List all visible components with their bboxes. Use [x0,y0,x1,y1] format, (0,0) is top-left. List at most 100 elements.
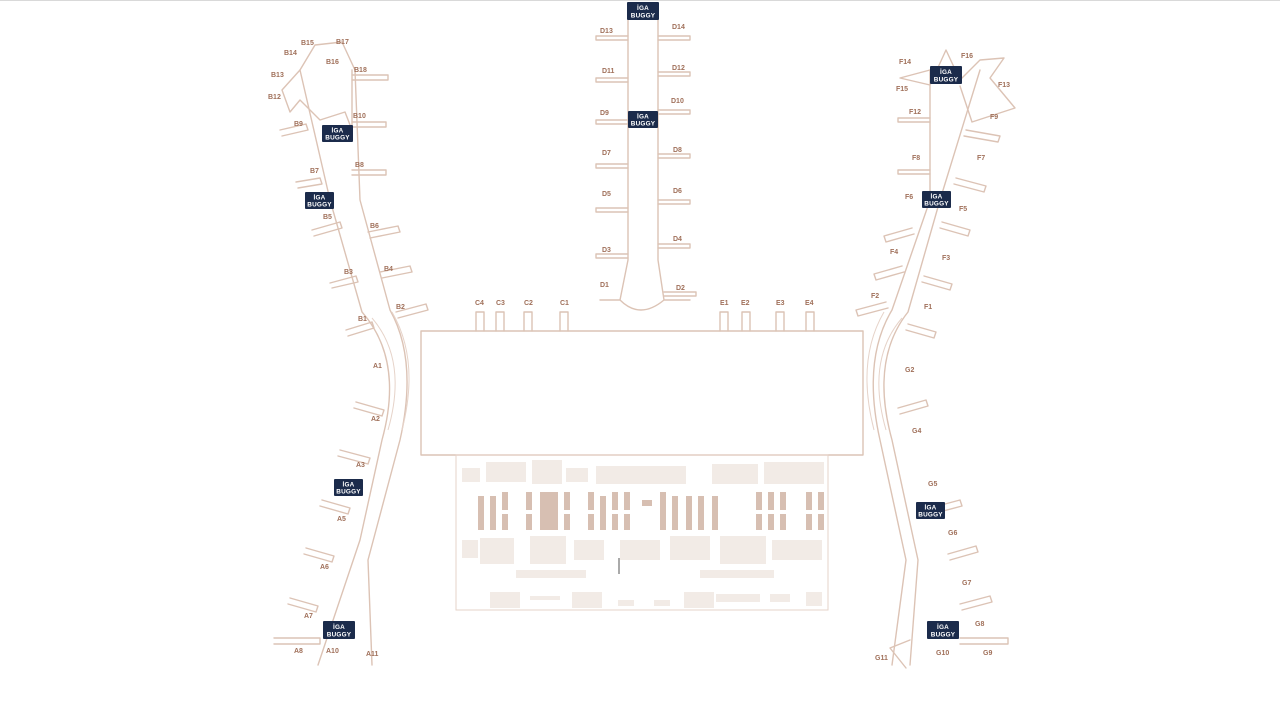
gate-label-D3[interactable]: D3 [602,247,611,254]
gate-label-B17[interactable]: B17 [336,39,349,46]
block [772,540,822,560]
gate-label-B1[interactable]: B1 [358,316,367,323]
gate-label-G9[interactable]: G9 [983,650,992,657]
gate-label-D4[interactable]: D4 [673,236,682,243]
checkin-island [756,514,762,530]
buggy-stop-d-mid[interactable]: İGA BUGGY [628,111,658,128]
gate-label-F4[interactable]: F4 [890,249,898,256]
pier-f-head [899,49,1016,123]
gate-label-D13[interactable]: D13 [600,28,613,35]
gate-label-G11[interactable]: G11 [875,655,888,662]
block [490,592,520,608]
gate-label-D2[interactable]: D2 [676,285,685,292]
checkin-island [642,500,652,506]
buggy-stop-a-upper[interactable]: İGA BUGGY [334,479,363,496]
gate-label-B14[interactable]: B14 [284,50,297,57]
gate-label-F8[interactable]: F8 [912,155,920,162]
buggy-stop-f-top[interactable]: İGA BUGGY [930,66,962,84]
gate-label-B6[interactable]: B6 [370,223,379,230]
gate-label-F1[interactable]: F1 [924,304,932,311]
gate-label-B13[interactable]: B13 [271,72,284,79]
checkin-island [818,514,824,530]
gate-label-D14[interactable]: D14 [672,24,685,31]
gate-label-G10[interactable]: G10 [936,650,949,657]
gate-label-B7[interactable]: B7 [310,168,319,175]
gate-label-D8[interactable]: D8 [673,147,682,154]
checkin-island [502,514,508,530]
gate-label-F5[interactable]: F5 [959,206,967,213]
gate-label-F15[interactable]: F15 [896,86,908,93]
buggy-label-line1: İGA [925,503,937,512]
block [486,462,526,482]
buggy-stop-b-lower[interactable]: İGA BUGGY [305,192,334,209]
gate-label-F14[interactable]: F14 [899,59,911,66]
buggy-stop-b-upper[interactable]: İGA BUGGY [322,125,353,142]
gate-label-A5[interactable]: A5 [337,516,346,523]
gate-label-A10[interactable]: A10 [326,648,339,655]
gate-label-D1[interactable]: D1 [600,282,609,289]
gate-label-E2[interactable]: E2 [741,300,750,307]
gate-label-D9[interactable]: D9 [600,110,609,117]
gate-label-C3[interactable]: C3 [496,300,505,307]
gate-label-G4[interactable]: G4 [912,428,921,435]
gate-label-B3[interactable]: B3 [344,269,353,276]
gate-label-D10[interactable]: D10 [671,98,684,105]
gate-label-G6[interactable]: G6 [948,530,957,537]
gate-label-B5[interactable]: B5 [323,214,332,221]
gate-label-B12[interactable]: B12 [268,94,281,101]
gate-label-E3[interactable]: E3 [776,300,785,307]
gate-label-G5[interactable]: G5 [928,481,937,488]
gate-label-D5[interactable]: D5 [602,191,611,198]
buggy-stop-g-upper[interactable]: İGA BUGGY [916,502,945,519]
buggy-label-line1: İGA [931,192,943,201]
gate-label-D12[interactable]: D12 [672,65,685,72]
gate-label-B9[interactable]: B9 [294,121,303,128]
buggy-label-line2: BUGGY [307,202,332,209]
checkin-island [588,514,594,530]
buggy-stop-d-top[interactable]: İGA BUGGY [627,2,659,20]
gate-label-B15[interactable]: B15 [301,40,314,47]
gate-label-A6[interactable]: A6 [320,564,329,571]
buggy-stops: İGA BUGGY İGA BUGGY İGA BUGGY İGA BUGGY … [305,2,962,639]
gate-label-A7[interactable]: A7 [304,613,313,620]
gate-label-C1[interactable]: C1 [560,300,569,307]
gate-label-B16[interactable]: B16 [326,59,339,66]
gate-label-F9[interactable]: F9 [990,114,998,121]
gate-label-B8[interactable]: B8 [355,162,364,169]
checkin-island [612,514,618,530]
gate-label-A2[interactable]: A2 [371,416,380,423]
gate-label-F3[interactable]: F3 [942,255,950,262]
block [764,462,824,484]
buggy-label-line2: BUGGY [918,512,943,519]
gate-label-A11[interactable]: A11 [366,651,379,658]
gate-label-B2[interactable]: B2 [396,304,405,311]
gate-label-D6[interactable]: D6 [673,188,682,195]
gate-label-G8[interactable]: G8 [975,621,984,628]
gate-label-C2[interactable]: C2 [524,300,533,307]
gate-label-F13[interactable]: F13 [998,82,1010,89]
gate-label-G7[interactable]: G7 [962,580,971,587]
block [574,540,604,560]
gate-label-A3[interactable]: A3 [356,462,365,469]
buggy-stop-a-lower[interactable]: İGA BUGGY [323,621,355,639]
checkin-island [780,514,786,530]
gate-label-A8[interactable]: A8 [294,648,303,655]
gate-label-E1[interactable]: E1 [720,300,729,307]
pier-f-spurs [855,117,1001,339]
gate-label-E4[interactable]: E4 [805,300,814,307]
gate-label-B10[interactable]: B10 [353,113,366,120]
buggy-stop-f-mid[interactable]: İGA BUGGY [922,191,951,208]
gate-label-F7[interactable]: F7 [977,155,985,162]
gate-label-D7[interactable]: D7 [602,150,611,157]
gate-label-B18[interactable]: B18 [354,67,367,74]
gate-label-F12[interactable]: F12 [909,109,921,116]
buggy-stop-g-lower[interactable]: İGA BUGGY [927,621,959,639]
gate-label-D11[interactable]: D11 [602,68,615,75]
gate-label-F16[interactable]: F16 [961,53,973,60]
gate-label-A1[interactable]: A1 [373,363,382,370]
gate-label-G2[interactable]: G2 [905,367,914,374]
gate-label-F2[interactable]: F2 [871,293,879,300]
gate-label-B4[interactable]: B4 [384,266,393,273]
gate-label-C4[interactable]: C4 [475,300,484,307]
gate-label-F6[interactable]: F6 [905,194,913,201]
